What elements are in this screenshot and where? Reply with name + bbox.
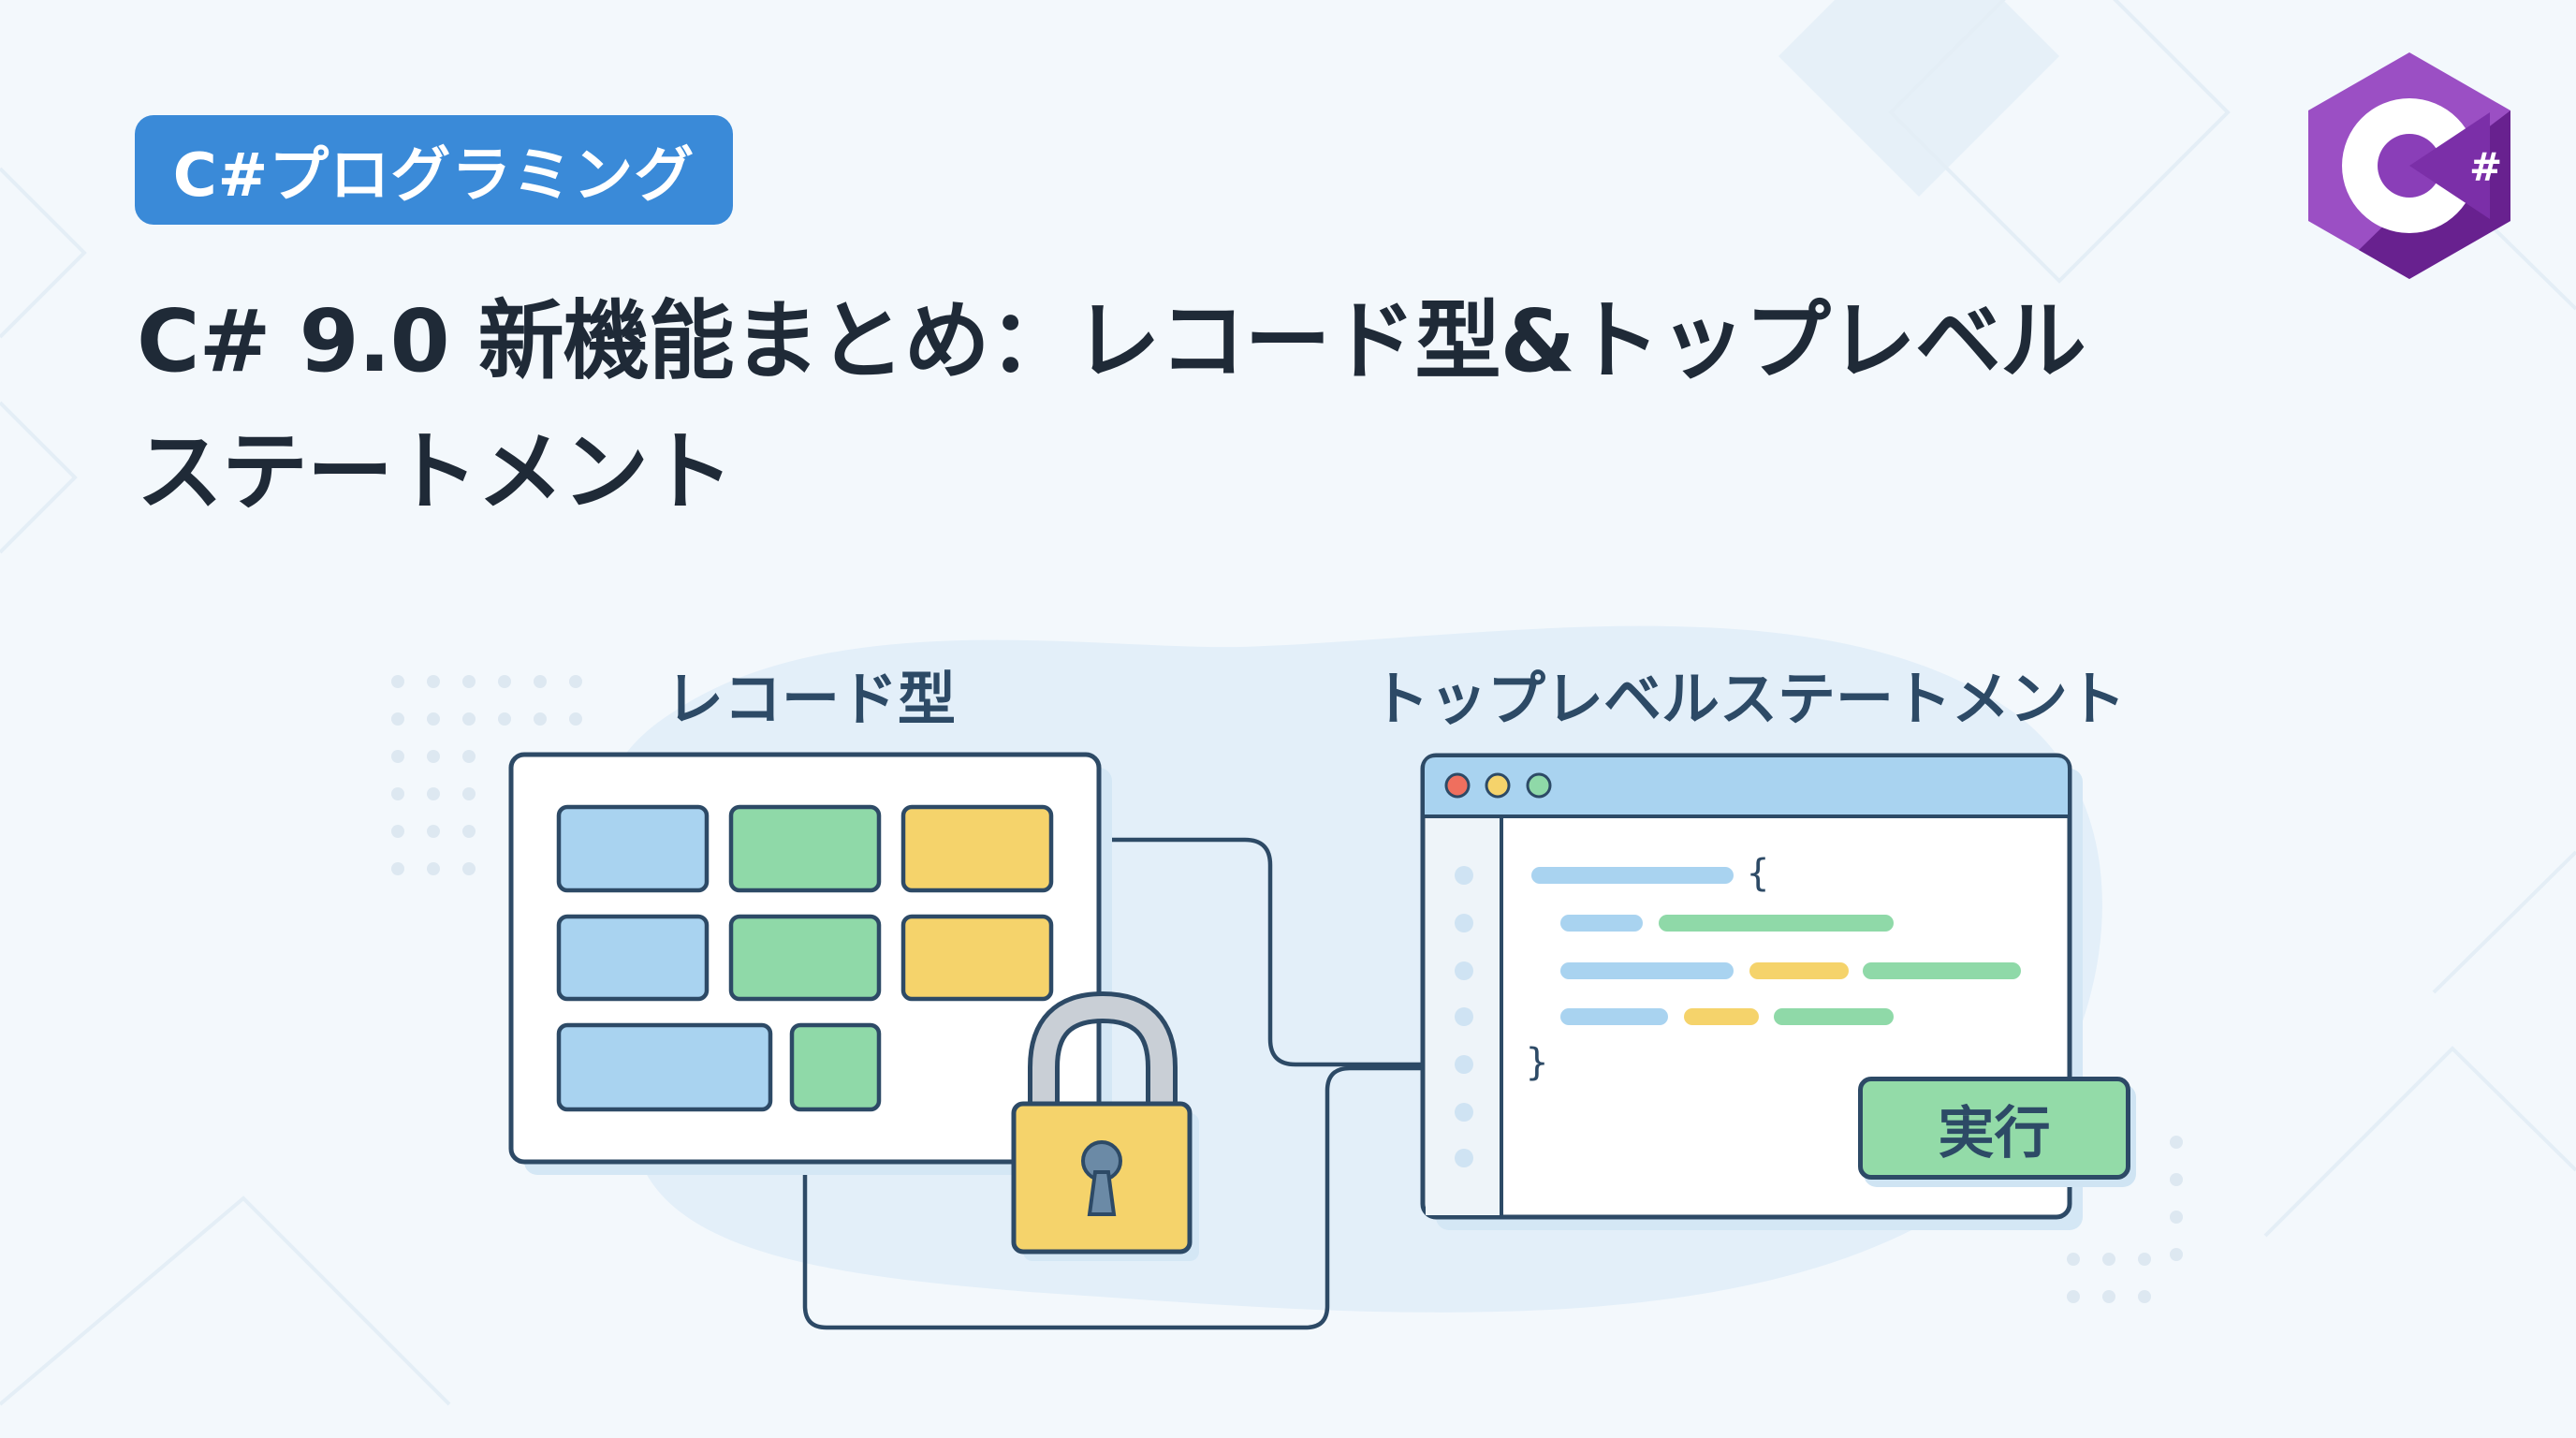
minimize-dot-icon — [1485, 772, 1511, 799]
decor-dot — [391, 750, 404, 763]
close-dot-icon — [1444, 772, 1471, 799]
record-field — [556, 914, 710, 1002]
svg-text:#: # — [2469, 144, 2502, 190]
category-badge[interactable]: C#プログラミング — [135, 115, 733, 225]
code-open-brace: { — [1747, 852, 1770, 895]
decor-dot — [462, 862, 476, 875]
decor-dot — [569, 675, 582, 688]
lock-icon — [1011, 990, 1199, 1261]
decor-dot — [2170, 1173, 2183, 1186]
decor-dot — [427, 787, 440, 800]
decor-dot — [2170, 1136, 2183, 1149]
page-title-line2: ステートメント — [137, 422, 734, 522]
page-title-line1: C# 9.0 新機能まとめ：レコード型&トップレベル — [137, 291, 2086, 391]
code-lines — [1531, 867, 2021, 1025]
record-type-label: レコード型 — [666, 665, 957, 733]
decor-dot — [427, 750, 440, 763]
record-field — [900, 914, 1054, 1002]
top-level-statements-label: トップレベルステートメント — [1371, 665, 2127, 733]
record-field — [728, 804, 882, 893]
decor-dot — [2170, 1211, 2183, 1224]
decor-dot — [427, 825, 440, 838]
decor-dot — [2102, 1290, 2115, 1303]
decor-dot — [2138, 1253, 2151, 1266]
decor-dot — [462, 712, 476, 726]
decor-dot — [391, 712, 404, 726]
maximize-dot-icon — [1526, 772, 1552, 799]
record-field — [789, 1022, 882, 1112]
decor-dot — [2170, 1248, 2183, 1261]
decor-dot — [462, 675, 476, 688]
decor-dot — [498, 712, 511, 726]
run-button[interactable]: 実行 — [1858, 1077, 2130, 1180]
decor-dot — [534, 675, 547, 688]
line-gutter-dots — [1455, 866, 1473, 1167]
record-field — [728, 914, 882, 1002]
decor-dot — [391, 787, 404, 800]
decor-dot — [462, 787, 476, 800]
decor-dot — [391, 825, 404, 838]
decor-dot — [2138, 1290, 2151, 1303]
decor-dot — [391, 675, 404, 688]
decor-dot — [2102, 1253, 2115, 1266]
decor-dot — [427, 712, 440, 726]
decor-dot — [2067, 1253, 2080, 1266]
record-field — [900, 804, 1054, 893]
decor-dot — [2067, 1290, 2080, 1303]
code-close-brace: } — [1526, 1041, 1549, 1084]
decor-dot — [427, 675, 440, 688]
decor-dot — [462, 825, 476, 838]
decor-dot — [569, 712, 582, 726]
dot-grid — [391, 675, 2183, 1303]
record-field — [556, 1022, 773, 1112]
background-decoration — [0, 0, 2576, 1406]
decor-dot — [391, 862, 404, 875]
decor-dot — [427, 862, 440, 875]
record-panel — [508, 752, 1112, 1175]
record-field — [556, 804, 710, 893]
decor-dot — [498, 675, 511, 688]
csharp-logo-icon: # — [2308, 52, 2510, 279]
decor-dot — [462, 750, 476, 763]
connector-lines — [802, 837, 1423, 1330]
decor-dot — [534, 712, 547, 726]
